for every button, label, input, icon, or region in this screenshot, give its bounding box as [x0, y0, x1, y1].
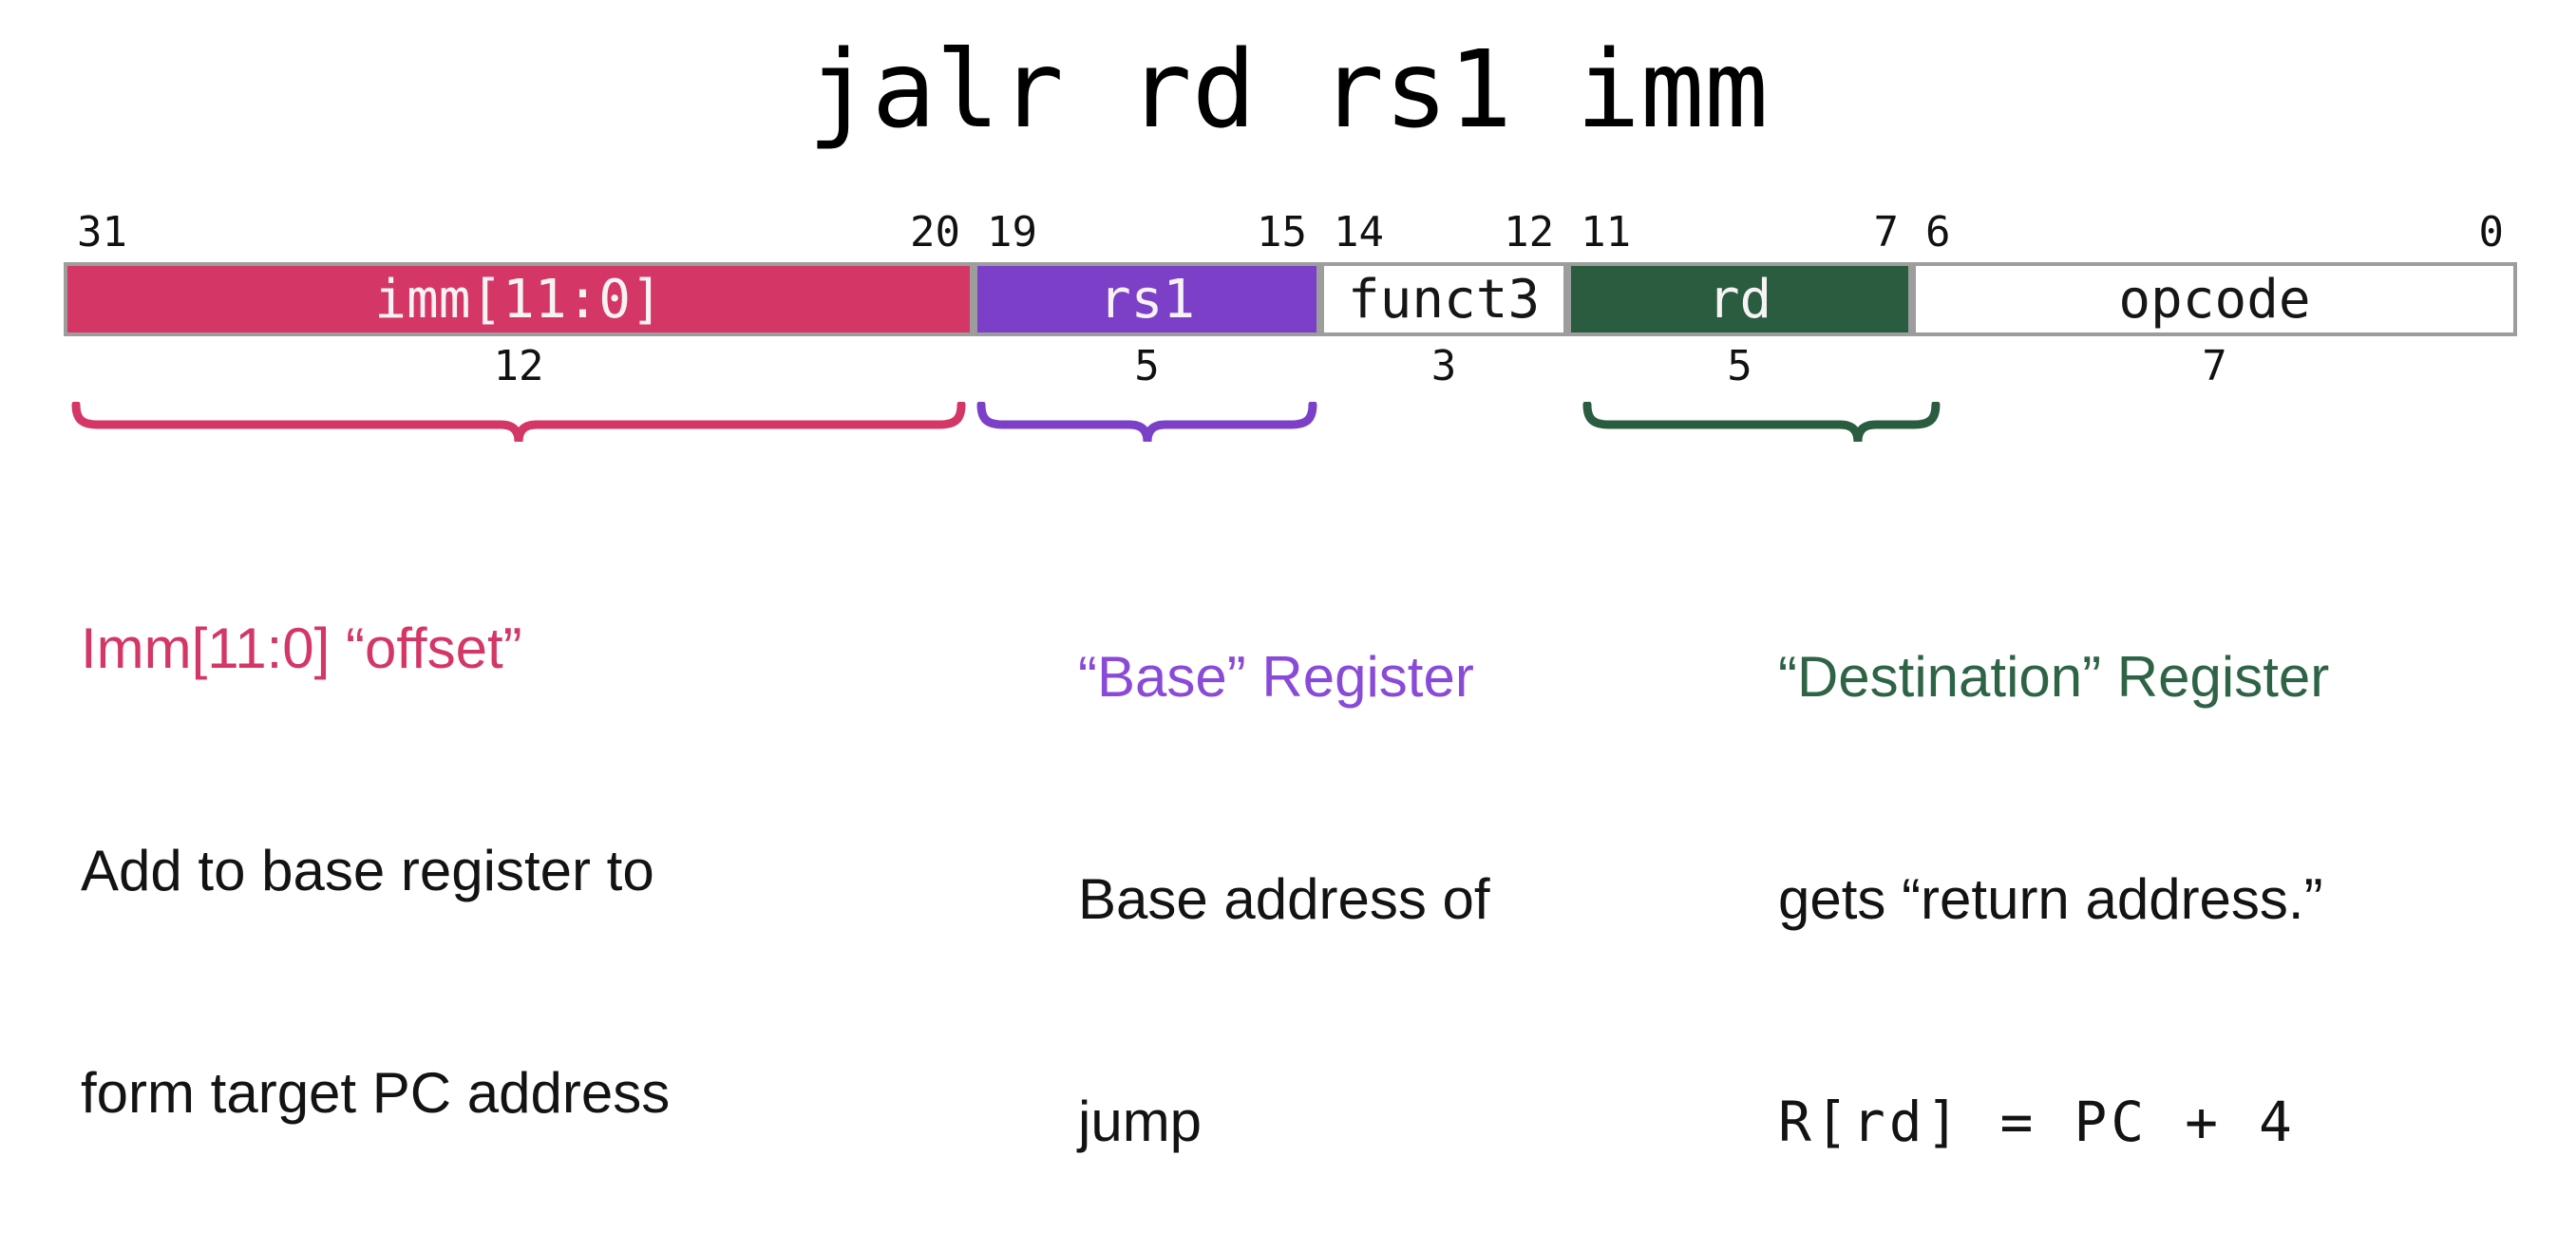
- field-label-rs1: rs1: [1098, 268, 1196, 331]
- bit-low-rd: 7: [1873, 208, 1900, 256]
- bit-range-rd: 11 7: [1567, 207, 1912, 262]
- bit-range-opcode: 6 0: [1912, 207, 2517, 262]
- bit-low-opcode: 0: [2478, 208, 2504, 256]
- bit-high-funct3: 14: [1334, 208, 1384, 256]
- brace-row-opcode: [1912, 402, 2517, 449]
- field-width-imm: 12: [493, 342, 544, 390]
- annotation-line: jump: [1078, 1090, 1203, 1153]
- underbrace-rd: [1582, 402, 1941, 443]
- field-rs1: 19 15 rs1 5: [974, 207, 1320, 449]
- field-label-rd: rd: [1707, 268, 1772, 331]
- bit-range-rs1: 19 15: [974, 207, 1320, 262]
- field-label-funct3: funct3: [1347, 268, 1541, 331]
- field-width-opcode: 7: [2202, 342, 2227, 390]
- annotation-heading: “Base” Register: [1078, 645, 1474, 709]
- bit-low-imm: 20: [910, 208, 961, 256]
- field-width-funct3: 3: [1430, 342, 1457, 390]
- annotation-heading: Imm[11:0] “offset”: [81, 616, 522, 680]
- field-label-imm: imm[11:0]: [374, 268, 663, 331]
- field-label-opcode: opcode: [2118, 268, 2311, 331]
- bit-high-rd: 11: [1581, 208, 1632, 256]
- underbrace-imm: [71, 402, 966, 443]
- field-box-rd: rd: [1567, 262, 1912, 336]
- bit-high-rs1: 19: [987, 208, 1038, 256]
- annotation-heading: “Destination” Register: [1778, 645, 2330, 709]
- bit-low-rs1: 15: [1257, 208, 1307, 256]
- brace-row-rd: [1567, 402, 1941, 449]
- field-box-opcode: opcode: [1912, 262, 2517, 336]
- annotation-imm-offset: Imm[11:0] “offset” Add to base register …: [81, 464, 670, 1205]
- instruction-format-diagram: 31 20 imm[11:0] 12 19 15 rs1 5 14 12: [64, 207, 2517, 449]
- bit-high-opcode: 6: [1925, 208, 1951, 256]
- annotation-line: form target PC address: [81, 1061, 671, 1125]
- field-opcode: 6 0 opcode 7: [1912, 207, 2517, 449]
- annotation-code-line: R[rd] = PC + 4: [1778, 1090, 2296, 1154]
- field-funct3: 14 12 funct3 3: [1320, 207, 1568, 449]
- field-rd: 11 7 rd 5: [1567, 207, 1941, 449]
- field-width-rd: 5: [1727, 342, 1752, 390]
- brace-row-funct3: [1320, 402, 1567, 449]
- annotation-line: Add to base register to: [81, 839, 654, 902]
- brace-row-imm: [64, 402, 974, 449]
- field-row: 31 20 imm[11:0] 12 19 15 rs1 5 14 12: [64, 207, 2517, 449]
- annotation-line: gets “return address.”: [1778, 867, 2323, 931]
- field-imm: 31 20 imm[11:0] 12: [64, 207, 975, 449]
- bit-range-funct3: 14 12: [1320, 207, 1567, 262]
- annotation-destination-register: “Destination” Register gets “return addr…: [1778, 492, 2329, 1233]
- annotation-line: Base address of: [1078, 867, 1490, 931]
- bit-high-imm: 31: [77, 208, 127, 256]
- bit-range-imm: 31 20: [64, 207, 974, 262]
- annotation-base-register: “Base” Register Base address of jump: [1078, 492, 1490, 1233]
- underbrace-rs1: [976, 402, 1317, 443]
- field-box-imm: imm[11:0]: [64, 262, 975, 336]
- bit-low-funct3: 12: [1504, 208, 1555, 256]
- field-box-rs1: rs1: [974, 262, 1320, 336]
- page-title: jalr rd rs1 imm: [807, 28, 1769, 152]
- field-width-rs1: 5: [1134, 342, 1160, 390]
- field-box-funct3: funct3: [1320, 262, 1568, 336]
- brace-row-rs1: [974, 402, 1320, 449]
